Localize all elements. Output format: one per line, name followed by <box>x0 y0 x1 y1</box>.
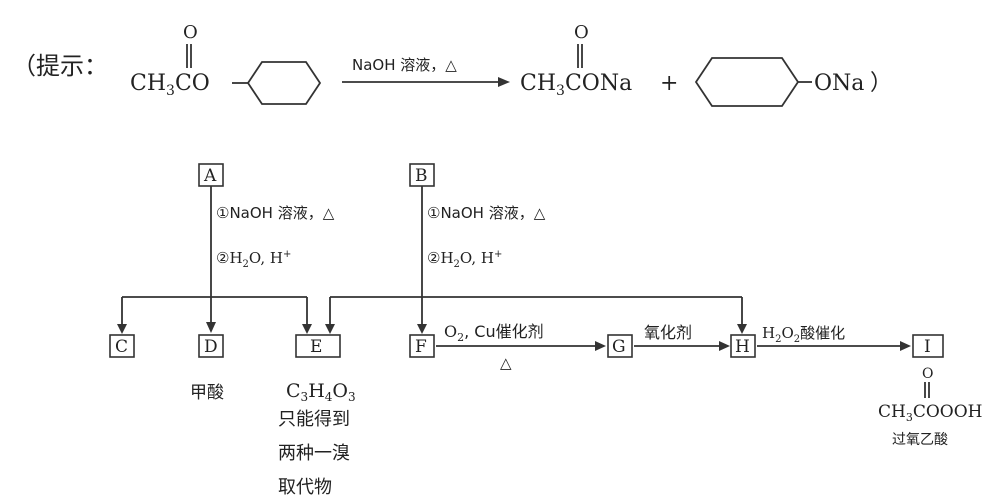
node-D <box>198 334 224 358</box>
node-A-label: A <box>203 166 217 186</box>
hint-product-carbonyl-o: O <box>574 22 589 43</box>
hint-reactant-formula: CH3CO <box>130 71 210 99</box>
node-C <box>109 334 135 358</box>
label-E-line2: 只能得到 <box>278 409 350 430</box>
node-F <box>409 334 435 358</box>
arrow-H-I-conditions: H2O2酸催化 <box>762 324 845 345</box>
label-E-formula: C3H4O3 <box>286 380 356 404</box>
node-I <box>912 334 944 358</box>
arrow-F-G-conditions: O2, Cu催化剂 <box>444 322 544 344</box>
conditions-B-step1: ①NaOH 溶液，△ <box>427 204 546 222</box>
benzene-ring-reactant <box>246 61 322 105</box>
hint-product2-formula: ONa <box>814 71 864 96</box>
label-I-carbonyl-o: O <box>922 366 933 382</box>
conditions-A-step2: ②H2O, H+ <box>216 249 291 270</box>
arrow-G-H-conditions: 氧化剂 <box>644 323 692 342</box>
node-E-label: E <box>310 337 322 357</box>
node-D-label: D <box>204 337 218 357</box>
hint-conditions: NaOH 溶液，△ <box>352 56 457 74</box>
hint-prefix: （提示： <box>12 52 108 80</box>
label-E-line3: 两种一溴 <box>278 443 350 464</box>
node-H <box>730 334 756 358</box>
label-D: 甲酸 <box>190 383 224 403</box>
node-E <box>295 334 341 358</box>
node-H-label: H <box>735 337 750 357</box>
benzene-ring-product <box>694 57 800 107</box>
node-C-label: C <box>115 337 128 357</box>
node-F-label: F <box>415 337 427 357</box>
hint-product1-formula: CH3CONa <box>520 71 632 99</box>
node-B-label: B <box>415 166 428 186</box>
arrow-F-G-heat: △ <box>500 354 512 372</box>
hint-suffix: ） <box>870 71 892 96</box>
label-I-formula: CH3COOOH <box>878 402 983 424</box>
conditions-B-step2: ②H2O, H+ <box>427 249 502 270</box>
hint-reactant-carbonyl-o: O <box>183 22 198 43</box>
node-G-label: G <box>612 337 626 357</box>
label-E-line4: 取代物 <box>278 477 332 498</box>
node-G <box>607 334 633 358</box>
node-I-label: I <box>924 337 931 357</box>
conditions-A-step1: ①NaOH 溶液，△ <box>216 204 335 222</box>
hint-plus: + <box>660 71 678 96</box>
label-I-name: 过氧乙酸 <box>892 432 948 448</box>
